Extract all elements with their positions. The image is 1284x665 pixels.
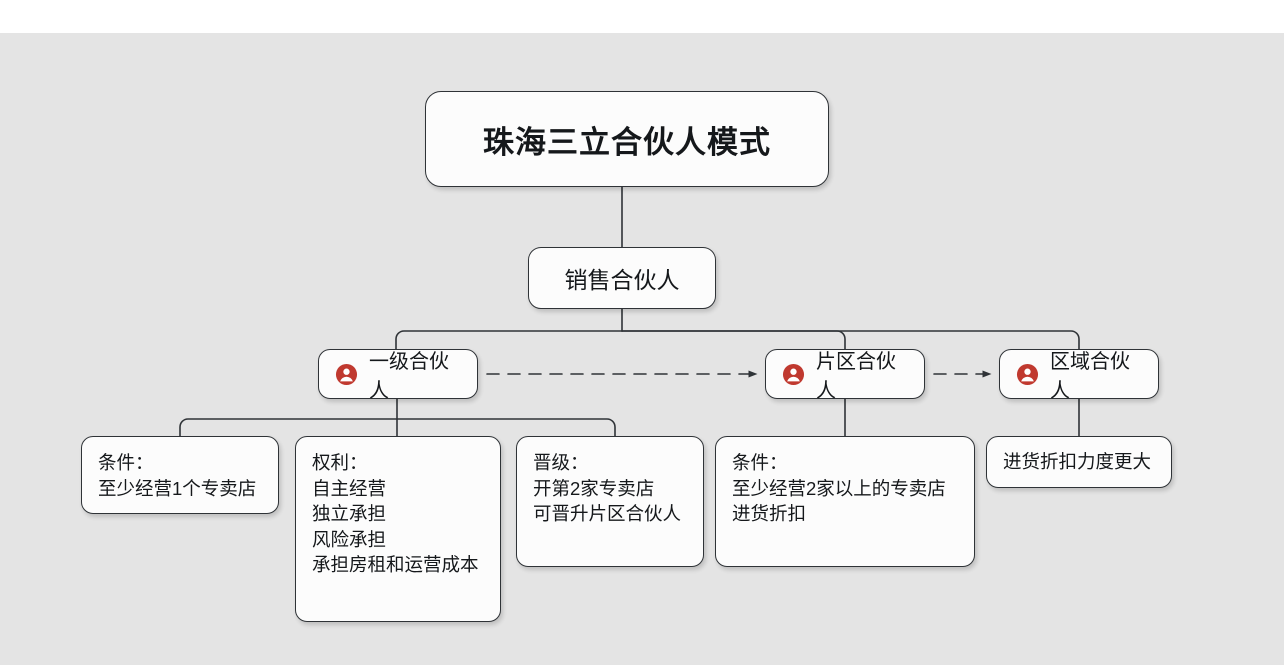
node-promotion-tier-one[interactable]: 晋级： 开第2家专卖店 可晋升片区合伙人 (516, 436, 704, 567)
node-district-partner-label: 片区合伙人 (816, 351, 896, 402)
node-root-label: 珠海三立合伙人模式 (483, 124, 771, 160)
node-rights-tier-one[interactable]: 权利： 自主经营 独立承担 风险承担 承担房租和运营成本 (295, 436, 501, 622)
person-circle-icon (335, 363, 358, 385)
node-discount-regional-label: 进货折扣力度更大 (1003, 451, 1152, 473)
node-promotion-tier-one-label: 晋级： 开第2家专卖店 可晋升片区合伙人 (533, 452, 682, 524)
node-condition-district[interactable]: 条件： 至少经营2家以上的专卖店 进货折扣 (715, 436, 975, 567)
node-root-title[interactable]: 珠海三立合伙人模式 (425, 91, 829, 187)
node-discount-regional[interactable]: 进货折扣力度更大 (986, 436, 1172, 488)
node-sales-partner[interactable]: 销售合伙人 (528, 247, 716, 309)
node-regional-partner-label: 区域合伙人 (1050, 351, 1130, 402)
diagram-canvas: 珠海三立合伙人模式 销售合伙人 一级合伙人 片区合伙人 区域合伙人 条件： 至少… (0, 33, 1284, 665)
person-circle-icon (782, 363, 805, 385)
node-district-partner[interactable]: 片区合伙人 (765, 349, 925, 402)
node-regional-partner[interactable]: 区域合伙人 (999, 349, 1159, 402)
node-condition-district-label: 条件： 至少经营2家以上的专卖店 进货折扣 (732, 452, 946, 524)
node-sales-partner-label: 销售合伙人 (564, 267, 680, 293)
edge-bus-tier2 (621, 330, 846, 350)
person-circle-icon (1016, 363, 1039, 385)
node-rights-tier-one-label: 权利： 自主经营 独立承担 风险承担 承担房租和运营成本 (312, 452, 479, 575)
node-condition-tier-one-label: 条件： 至少经营1个专卖店 (98, 452, 257, 499)
edge-tier1-leaf-condition1 (179, 418, 398, 437)
node-tier-one-partner-label: 一级合伙人 (369, 351, 449, 402)
node-condition-tier-one[interactable]: 条件： 至少经营1个专卖店 (81, 436, 279, 514)
node-tier-one-partner[interactable]: 一级合伙人 (318, 349, 478, 402)
edge-tier1-leaf-promotion (396, 418, 616, 437)
